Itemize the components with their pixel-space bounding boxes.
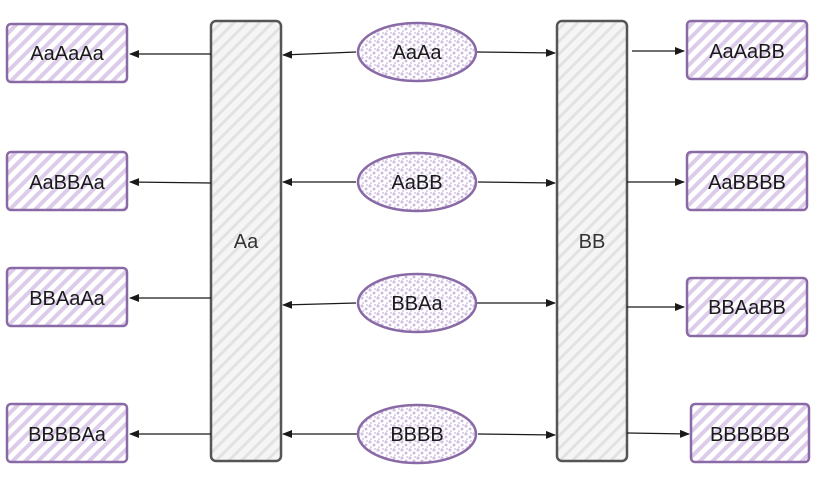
left-output-box: BBBBAa: [5, 402, 129, 464]
arrow-input-2-to-right-bar: [477, 178, 556, 187]
left-output-box: BBAaAa: [5, 266, 129, 328]
right-output-label: BBBBBB: [710, 424, 790, 446]
left-output-label: BBBBAa: [28, 424, 107, 446]
arrow-right-bar-to-output-4: [626, 429, 690, 438]
input-node-label: BBBB: [390, 424, 443, 446]
arrow-input-1-to-right-bar: [476, 48, 556, 57]
input-node: AaBB: [356, 151, 478, 213]
right-bar: BB: [555, 19, 629, 463]
left-output-label: BBAaAa: [29, 288, 105, 310]
right-output-box: AaBBBB: [685, 150, 809, 212]
input-node: BBAa: [356, 272, 478, 334]
right-bar-label: BB: [579, 231, 606, 253]
arrow-input-4-to-right-bar: [477, 430, 556, 439]
arrows-to-left-outputs: [129, 50, 212, 438]
right-output-label: BBAaBB: [708, 297, 786, 319]
arrow-input-3-to-left-bar: [282, 300, 357, 309]
right-output-label: AaBBBB: [708, 172, 786, 194]
arrows-to-right-outputs: [626, 47, 690, 438]
arrow-left-bar-to-output-2: [129, 178, 212, 187]
left-output-label: AaBBAa: [29, 172, 105, 194]
left-output-label: AaAaAa: [30, 43, 104, 65]
input-node-label: AaBB: [391, 172, 442, 194]
left-bar-label: Aa: [234, 231, 259, 253]
input-node-label: BBAa: [391, 293, 443, 315]
arrows-to-left-bar: [282, 50, 357, 438]
arrows-to-right-bar: [476, 48, 556, 439]
right-output-label: AaAaBB: [709, 41, 785, 63]
left-bar: Aa: [209, 19, 283, 463]
input-node: BBBB: [356, 403, 478, 465]
left-output-box: AaBBAa: [5, 150, 129, 212]
right-output-box: BBAaBB: [685, 276, 809, 338]
left-output-box: AaAaAa: [5, 22, 129, 84]
arrow-input-1-to-left-bar: [282, 50, 357, 59]
right-output-box: BBBBBB: [689, 402, 811, 464]
input-node-label: AaAa: [393, 42, 443, 64]
input-node: AaAa: [356, 21, 478, 83]
right-output-box: AaAaBB: [685, 19, 809, 81]
